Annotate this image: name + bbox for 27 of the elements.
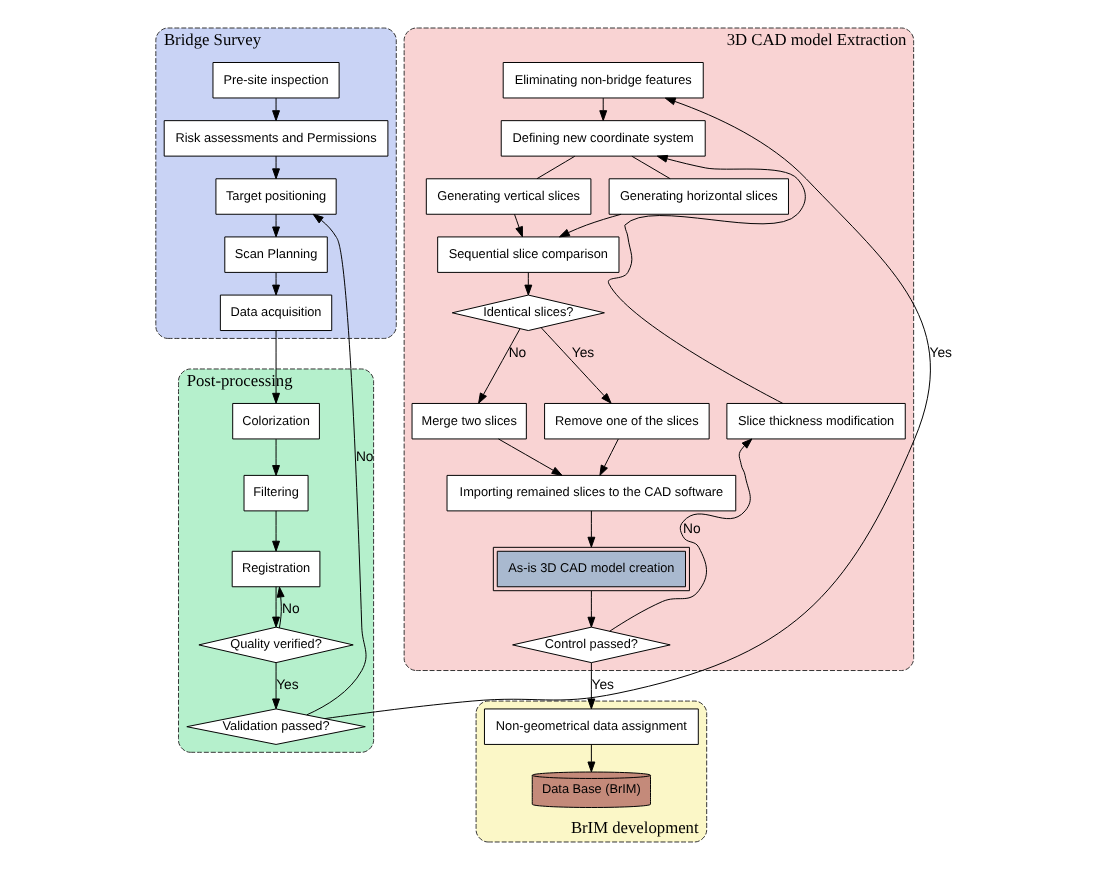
arrow bbox=[272, 213, 280, 238]
arrow bbox=[609, 438, 753, 632]
arrow bbox=[272, 510, 280, 552]
arrow bbox=[599, 97, 608, 122]
arrow bbox=[324, 97, 931, 720]
arrow bbox=[272, 330, 280, 404]
arrow bbox=[587, 744, 596, 773]
connector bbox=[631, 155, 671, 180]
arrow bbox=[524, 272, 533, 296]
arrow bbox=[272, 97, 280, 122]
arrow bbox=[276, 586, 285, 629]
arrow bbox=[478, 328, 521, 404]
arrow bbox=[514, 213, 523, 238]
arrow bbox=[540, 327, 612, 404]
arrow bbox=[306, 213, 367, 716]
arrow bbox=[497, 438, 563, 476]
arrow bbox=[587, 590, 596, 628]
arrow bbox=[272, 586, 280, 628]
arrow bbox=[587, 510, 596, 548]
arrow bbox=[558, 213, 622, 238]
arrow bbox=[599, 438, 619, 476]
connector bbox=[536, 155, 576, 180]
arrow bbox=[272, 662, 280, 710]
arrow bbox=[587, 662, 596, 710]
arrow bbox=[272, 272, 280, 296]
arrow bbox=[272, 155, 280, 180]
arrow bbox=[272, 438, 280, 476]
